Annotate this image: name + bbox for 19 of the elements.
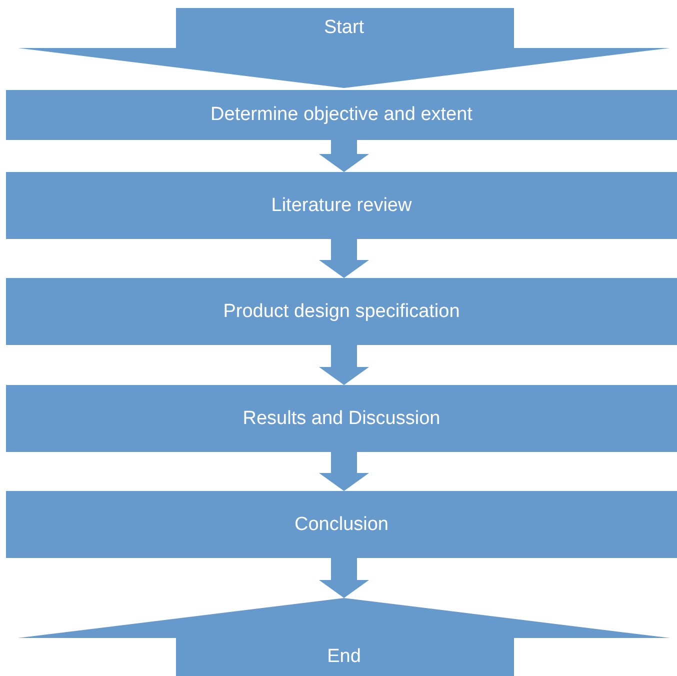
block-arrow — [319, 345, 369, 385]
step-label: Determine objective and extent — [210, 103, 472, 127]
block-arrow — [319, 239, 369, 278]
block-arrow — [319, 452, 369, 491]
step-label: Product design specification — [223, 300, 460, 324]
end-arrow-shape — [18, 598, 670, 676]
start-arrow-shape — [18, 8, 670, 88]
block-arrow — [319, 558, 369, 598]
step-label: Start — [324, 16, 364, 40]
step-label: End — [327, 645, 361, 669]
process-box — [6, 278, 677, 345]
process-box — [6, 385, 677, 452]
step-label: Conclusion — [294, 512, 388, 536]
step-label: Literature review — [271, 194, 412, 218]
process-box — [6, 172, 677, 239]
process-box — [6, 90, 677, 140]
process-box — [6, 491, 677, 558]
block-arrow — [319, 140, 369, 172]
step-label: Results and Discussion — [242, 406, 440, 430]
